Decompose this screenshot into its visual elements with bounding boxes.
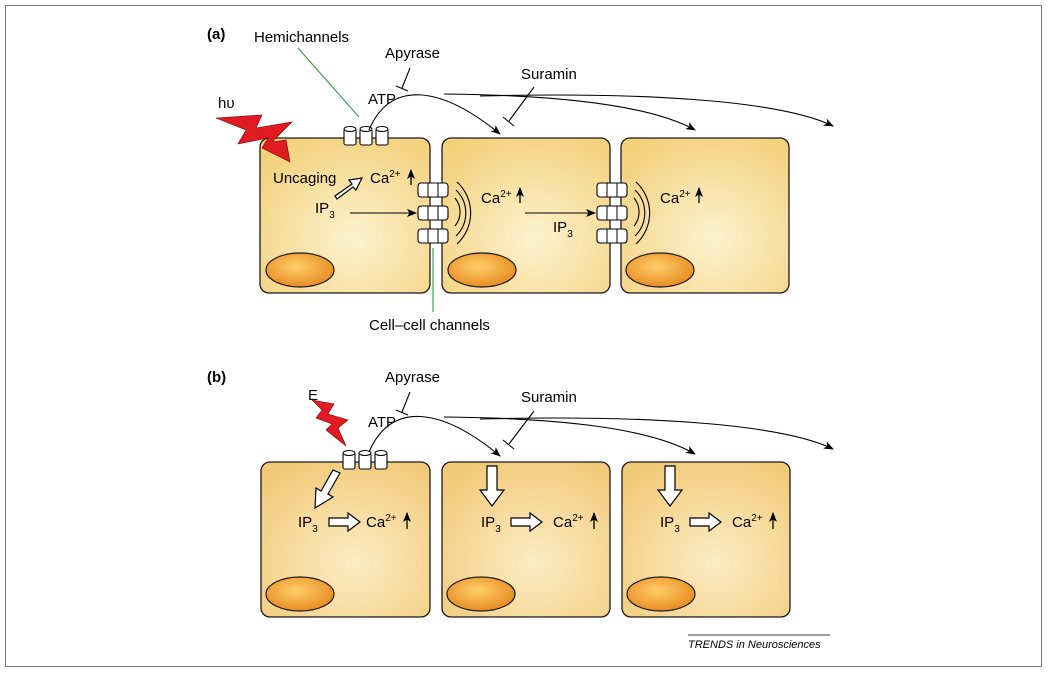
stimulus-e-label: E	[308, 387, 318, 404]
receptor-hollow-arrow-b2	[478, 465, 506, 507]
nucleus-b2	[446, 576, 516, 612]
atp-label-b: ATP	[368, 414, 396, 431]
light-bolt-icon	[215, 114, 293, 163]
nucleus-a3	[625, 252, 695, 288]
nucleus-b1	[265, 576, 335, 612]
atp-arrow-to-cell2-b	[368, 415, 501, 457]
ip3-to-ca-b1: IP3 Ca2+	[298, 511, 411, 535]
nucleus-a2	[447, 252, 517, 288]
calcium-wave-arcs-a3	[633, 181, 651, 245]
ip3-to-ca-b3: IP3 Ca2+	[660, 511, 777, 535]
svg-text:IP3: IP3	[660, 514, 680, 535]
svg-text:Ca2+: Ca2+	[481, 189, 512, 207]
receptor-hollow-arrow-b3	[656, 465, 684, 507]
atp-arrow-to-cell2-a	[368, 94, 501, 135]
hemichannels-b	[342, 450, 388, 470]
svg-text:IP3: IP3	[481, 514, 501, 535]
atp-label-a: ATP	[368, 91, 396, 108]
ca-rise-a3: Ca2+	[660, 187, 703, 207]
suramin-label-b: Suramin	[521, 389, 577, 406]
panel-b: (b) E Apyrase ATP Suramin	[207, 369, 834, 618]
cell-cell-channels-a2	[596, 182, 628, 244]
atp-arrow-beyond-a	[479, 94, 834, 127]
atp-arrow-beyond-b	[479, 417, 834, 450]
svg-text:Ca2+: Ca2+	[660, 189, 691, 207]
calcium-wave-arcs-a2	[454, 181, 472, 245]
ip3-label-a2: IP3	[553, 219, 573, 240]
ip3-label-a1: IP3	[315, 200, 335, 221]
svg-text:Ca2+: Ca2+	[370, 169, 401, 187]
apyrase-label-b: Apyrase	[385, 369, 440, 386]
uncaging-hollow-arrow	[334, 177, 364, 200]
atp-arrow-to-cell3-b	[443, 416, 696, 455]
svg-text:Ca2+: Ca2+	[553, 513, 584, 531]
ca-rise-a2: Ca2+	[481, 187, 524, 207]
stimulus-hv-label: hυ	[218, 95, 235, 112]
hemichannels-leader-line	[297, 47, 360, 118]
ca-rise-a1: Ca2+	[370, 169, 415, 187]
panel-a: (a)	[207, 26, 834, 334]
suramin-label-a: Suramin	[521, 66, 577, 83]
hemichannels-label: Hemichannels	[254, 29, 349, 46]
panel-a-label: (a)	[207, 26, 225, 43]
nucleus-a1	[265, 252, 335, 288]
cell-cell-channels-a1	[417, 182, 449, 244]
hemichannels-a	[343, 126, 389, 146]
nucleus-b3	[626, 576, 696, 612]
ip3-to-ca-b2: IP3 Ca2+	[481, 511, 598, 535]
svg-text:Ca2+: Ca2+	[366, 513, 397, 531]
svg-text:Ca2+: Ca2+	[732, 513, 763, 531]
panel-b-label: (b)	[207, 369, 226, 386]
apyrase-label-a: Apyrase	[385, 45, 440, 62]
uncaging-label: Uncaging	[273, 170, 336, 187]
svg-text:IP3: IP3	[298, 514, 318, 535]
cell-cell-channels-label: Cell–cell channels	[369, 317, 490, 334]
receptor-hollow-arrow-b1	[314, 469, 341, 510]
electrical-bolt-icon	[311, 399, 349, 447]
atp-arrow-to-cell3-a	[443, 93, 696, 131]
footer-credit: TRENDS in Neurosciences	[688, 639, 821, 651]
